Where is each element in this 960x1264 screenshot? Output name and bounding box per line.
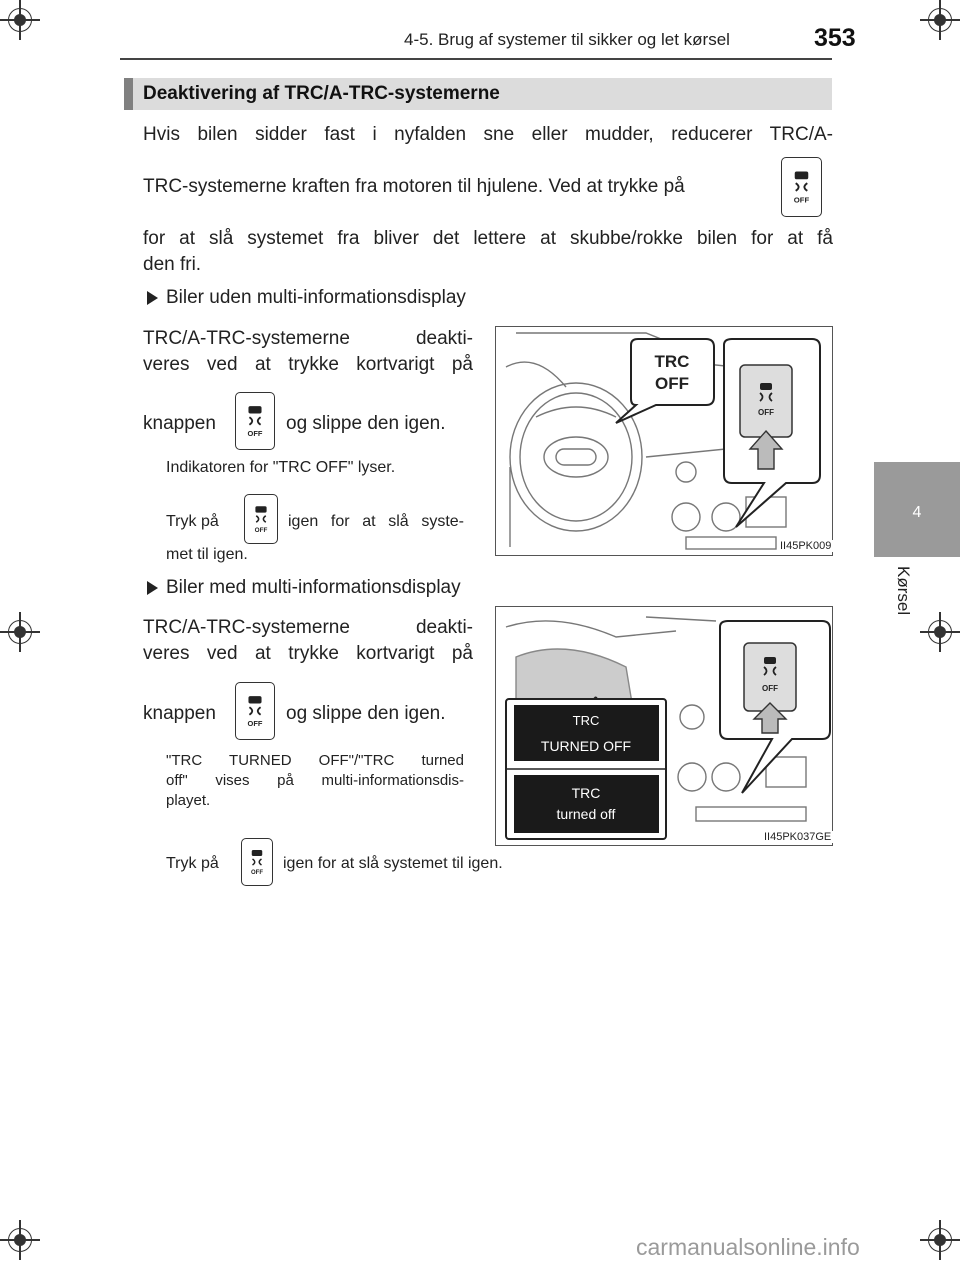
button-off-label: OFF — [794, 195, 810, 204]
display-2-line-2: turned off — [557, 806, 616, 822]
variant-b-note-3: playet. — [166, 792, 211, 809]
section-title-bar: Deaktivering af TRC/A-TRC-systemerne — [124, 78, 832, 110]
variant-b-line-3a: knappen — [143, 703, 216, 724]
variant-b-line-1: TRC/A-TRC-systemerne deakti- — [143, 617, 473, 638]
page-number: 353 — [814, 24, 856, 52]
intro-line-4: den fri. — [143, 254, 202, 275]
trc-off-button-icon: OFF — [241, 838, 273, 886]
registration-mark — [920, 612, 960, 652]
section-title: Deaktivering af TRC/A-TRC-systemerne — [143, 83, 500, 104]
registration-mark — [0, 612, 40, 652]
display-1-line-2: TURNED OFF — [541, 738, 631, 754]
bullet-triangle-icon — [147, 581, 158, 595]
bullet-triangle-icon — [147, 291, 158, 305]
chapter-title: 4-5. Brug af systemer til sikker og let … — [404, 30, 730, 49]
variant-b-note-4a: Tryk på — [166, 855, 219, 872]
variant-b-note-4b: igen for at slå systemet til igen. — [283, 855, 503, 872]
button-off-label: OFF — [758, 408, 774, 417]
variant-a-line-3b: og slippe den igen. — [286, 413, 446, 434]
figure-dashboard-without-display: TRC OFF OFF — [495, 326, 833, 556]
display-2-line-1: TRC — [572, 785, 601, 801]
intro-line-3: for at slå systemet fra bliver det lette… — [143, 228, 833, 249]
variant-a-line-1: TRC/A-TRC-systemerne deakti- — [143, 328, 473, 349]
variant-b-note-2: off" vises på multi-informationsdis- — [166, 772, 464, 789]
intro-line-1: Hvis bilen sidder fast i nyfalden sne el… — [143, 124, 833, 145]
variant-a-line-3a: knappen — [143, 413, 216, 434]
variant-b-heading: Biler med multi-informationsdisplay — [166, 577, 461, 598]
intro-line-2: TRC-systemerne kraften fra motoren til h… — [143, 176, 685, 197]
variant-b-line-2: veres ved at trykke kortvarigt på — [143, 643, 473, 664]
variant-b-line-3b: og slippe den igen. — [286, 703, 446, 724]
button-off-label: OFF — [762, 684, 778, 693]
trc-off-button-icon: OFF — [244, 494, 278, 544]
chapter-tab-label: Kørsel — [894, 566, 913, 616]
trc-off-button-icon: OFF — [235, 682, 275, 740]
registration-mark — [0, 0, 40, 40]
callout-text-off: OFF — [655, 374, 689, 393]
button-off-label: OFF — [255, 527, 268, 534]
chapter-tab — [874, 462, 960, 557]
figure-code: II45PK037GE — [762, 831, 834, 843]
trc-off-button-icon: OFF — [781, 157, 822, 217]
dashboard-illustration: TRC OFF OFF — [505, 332, 821, 550]
watermark: carmanualsonline.info — [636, 1234, 860, 1260]
dashboard-illustration: TRC TURNED OFF TRC turned off OFF — [505, 616, 831, 840]
button-off-label: OFF — [248, 429, 263, 438]
variant-b-note-1: "TRC TURNED OFF"/"TRC turned — [166, 752, 464, 769]
callout-text-trc: TRC — [655, 352, 690, 371]
chapter-tab-number: 4 — [912, 504, 922, 521]
figure-dashboard-with-display: TRC TURNED OFF TRC turned off OFF — [495, 606, 833, 846]
button-off-label: OFF — [251, 870, 263, 876]
variant-a-note-1: Indikatoren for "TRC OFF" lyser. — [166, 459, 396, 476]
registration-mark — [920, 0, 960, 40]
trc-off-button-icon: OFF — [235, 392, 275, 450]
registration-mark — [0, 1220, 40, 1260]
variant-a-note-2b: igen for at slå syste- — [288, 513, 464, 530]
button-off-label: OFF — [248, 719, 263, 728]
variant-a-heading: Biler uden multi-informationsdisplay — [166, 287, 466, 308]
display-1-line-1: TRC — [573, 713, 600, 728]
header-rule — [120, 58, 832, 60]
variant-a-note-2a: Tryk på — [166, 513, 219, 530]
registration-mark — [920, 1220, 960, 1260]
variant-a-note-3: met til igen. — [166, 546, 248, 563]
variant-a-line-2: veres ved at trykke kortvarigt på — [143, 354, 473, 375]
figure-code: II45PK009 — [778, 540, 834, 552]
